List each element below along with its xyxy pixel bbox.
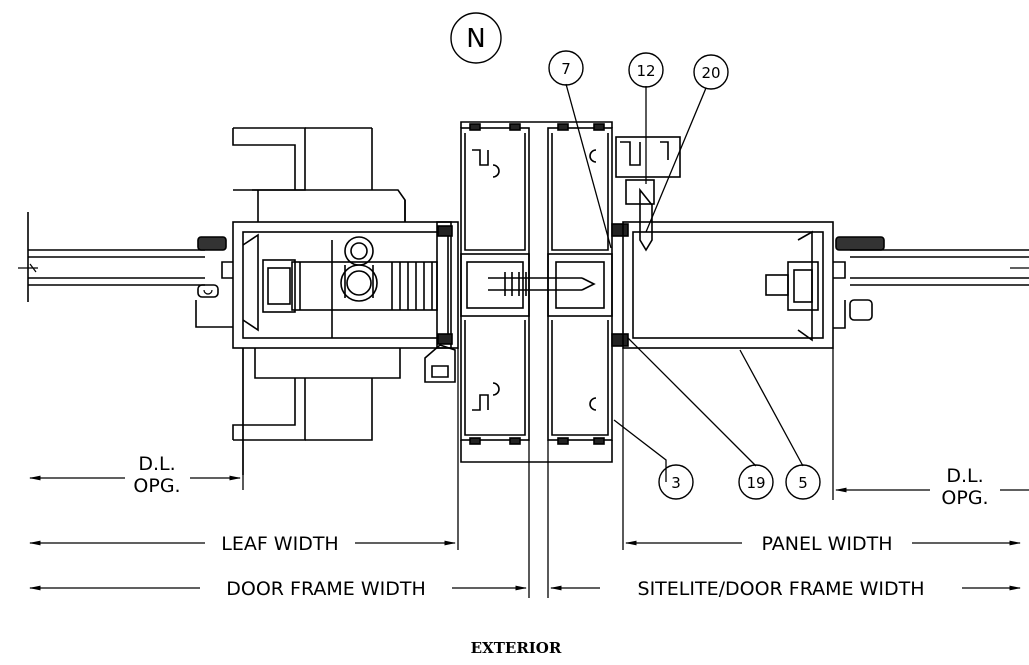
svg-text:N: N [466, 24, 485, 54]
svg-text:7: 7 [561, 60, 571, 78]
anchor-screw [488, 272, 596, 296]
detail-bubble-n: N [450, 12, 502, 64]
exterior-label: EXTERIOR [471, 639, 562, 657]
callout-12: 12 [628, 52, 664, 88]
dl-opg-left-line1: D.L. [138, 453, 175, 475]
sitelite-width-label: SITELITE/DOOR FRAME WIDTH [638, 578, 925, 600]
callout-19: 19 [738, 464, 774, 500]
callout-3: 3 [658, 464, 694, 500]
callout-5: 5 [785, 464, 821, 500]
dimension-lines [28, 348, 1029, 598]
left-gaskets [197, 236, 227, 298]
callout-20: 20 [693, 54, 729, 90]
sitelite-frame [547, 123, 613, 445]
left-glazing [18, 212, 205, 302]
sitelite-panel [622, 221, 846, 349]
svg-text:5: 5 [798, 474, 808, 492]
callout-7: 7 [548, 50, 584, 86]
callout-leaders [565, 83, 804, 482]
svg-text:3: 3 [671, 474, 681, 492]
glazing-stop-assembly [611, 136, 681, 347]
svg-text:19: 19 [746, 474, 765, 492]
door-stile [195, 221, 459, 349]
left-stop-clip [424, 225, 456, 383]
profiles [18, 121, 1029, 475]
svg-text:12: 12 [636, 62, 655, 80]
dl-opg-left-line2: OPG. [133, 475, 180, 497]
door-frame-width-label: DOOR FRAME WIDTH [226, 578, 426, 600]
door-frame-jamb [460, 121, 613, 463]
right-glazing [835, 236, 1029, 321]
panel-width-label: PANEL WIDTH [762, 533, 893, 555]
dl-opg-right-line1: D.L. [946, 465, 983, 487]
dl-opg-right-line2: OPG. [941, 487, 988, 509]
svg-text:20: 20 [701, 64, 720, 82]
leaf-width-label: LEAF WIDTH [221, 533, 338, 555]
dimension-labels: D.L. OPG. D.L. OPG. LEAF WIDTH PANEL WID… [133, 453, 988, 600]
